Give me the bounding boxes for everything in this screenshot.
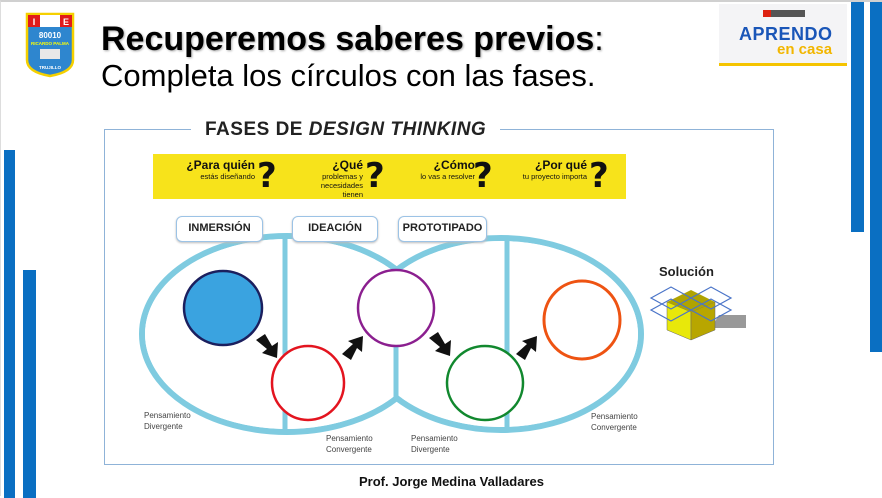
arrow-icon [516,336,537,360]
svg-text:I: I [33,17,36,27]
decor-bar [851,2,864,232]
decor-bar [870,2,882,352]
circle-blank-orange[interactable] [542,279,622,361]
question-mark-icon: ? [589,156,609,196]
question-mark-icon: ? [257,156,277,196]
arrow-icon [342,336,363,360]
phase-label-inmersion: INMERSIÓN [176,216,263,242]
circle-blank-red[interactable] [270,344,346,422]
phase-label-prototipado: PROTOTIPADO [398,216,487,242]
arrow-icon [429,332,451,356]
open-box-icon [649,286,746,341]
solution-label: Solución [659,264,714,279]
circle-inmersion[interactable] [182,269,264,347]
decor-bar [23,270,36,498]
diagram-title: FASES DE DESIGN THINKING [191,119,501,141]
circle-blank-purple[interactable] [356,268,436,348]
author-footer: Prof. Jorge Medina Valladares [359,474,544,489]
school-logo: I E 80010 RICARDO PALMA TRUJILLO [25,12,75,78]
page-title: Recuperemos saberes previos: [101,20,604,58]
phase-label-ideacion: IDEACIÓN [292,216,378,242]
svg-text:80010: 80010 [39,31,62,40]
circle-blank-green[interactable] [445,344,525,422]
decor-bar [4,150,15,498]
svg-text:TRUJILLO: TRUJILLO [39,65,61,70]
page-subtitle: Completa los círculos con las fases. [101,58,596,93]
question-mark-icon: ? [473,156,493,196]
svg-text:E: E [63,17,69,27]
arrow-icon [256,334,278,358]
aprendo-en-casa-logo: APRENDO en casa [719,4,847,66]
question-mark-icon: ? [365,156,385,196]
svg-text:RICARDO PALMA: RICARDO PALMA [31,41,70,46]
